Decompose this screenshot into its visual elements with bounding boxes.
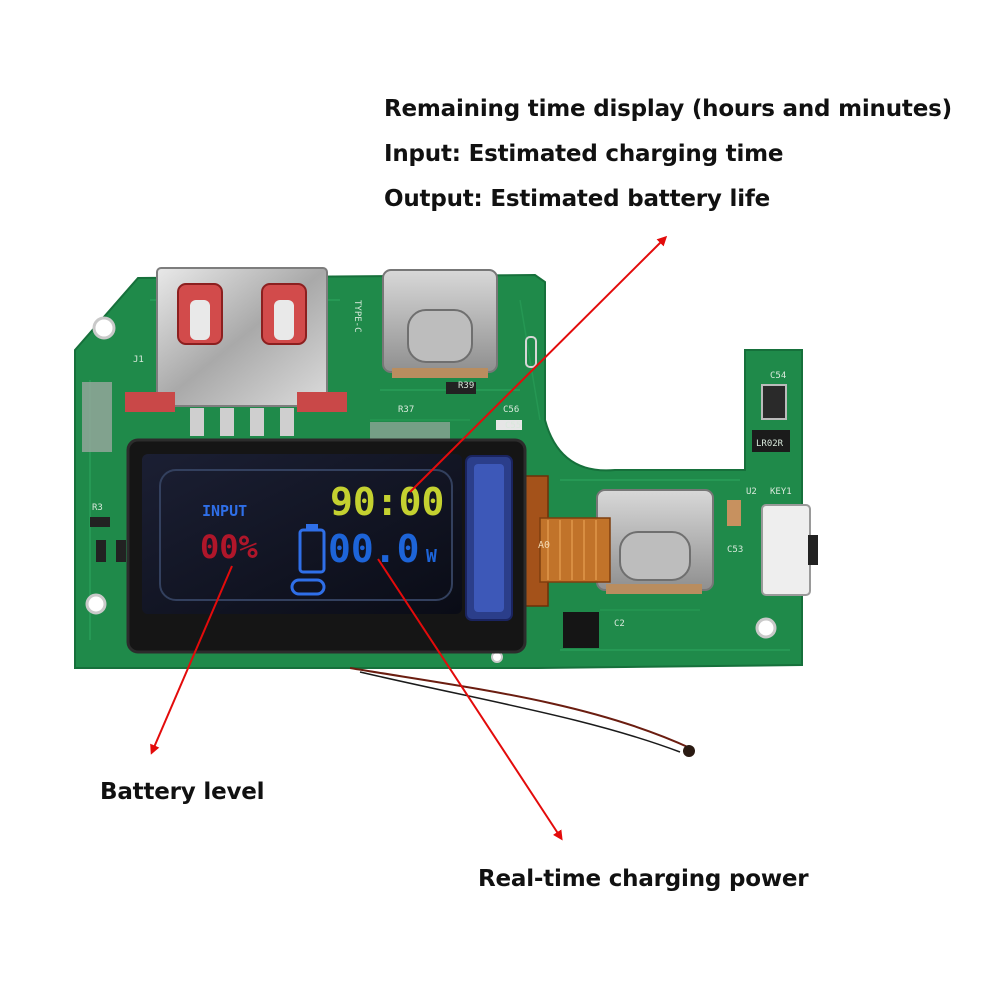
thermistor-bead bbox=[683, 745, 695, 757]
thermistor-wire-2 bbox=[359, 671, 681, 753]
lcd-mode-label: INPUT bbox=[202, 502, 247, 520]
label-j1: J1 bbox=[133, 355, 144, 365]
label-key: KEY1 bbox=[770, 487, 792, 497]
callout-output-note: Output: Estimated battery life bbox=[384, 186, 771, 212]
callout-charging-power: Real-time charging power bbox=[478, 866, 809, 892]
lcd-battery-percent: 00% bbox=[200, 528, 259, 566]
lcd-module: INPUT 90:00 00% 00.0 W bbox=[126, 438, 527, 654]
label-r37: R37 bbox=[398, 405, 414, 415]
label-c54: C54 bbox=[770, 371, 786, 381]
callout-arrows bbox=[150, 235, 668, 841]
callout-battery-level: Battery level bbox=[100, 779, 265, 805]
label-c2: C2 bbox=[614, 619, 625, 629]
label-fpc: A0 bbox=[538, 540, 550, 551]
pcb-labels: J1 R3 R39 R37 C56 C55 C54 C53 C2 U2 KEY1… bbox=[92, 300, 792, 629]
callout-input-note: Input: Estimated charging time bbox=[384, 141, 784, 167]
smd-components bbox=[90, 336, 790, 648]
lcd-time: 90:00 bbox=[330, 480, 444, 524]
arrow-charging-power bbox=[377, 558, 563, 841]
label-c53: C53 bbox=[727, 545, 743, 555]
usb-c-port-top bbox=[382, 269, 498, 378]
label-c56: C56 bbox=[503, 405, 519, 415]
label-r3: R3 bbox=[92, 503, 103, 513]
label-c55: C55 bbox=[505, 421, 521, 431]
arrow-battery-level bbox=[150, 565, 233, 755]
label-chip: LR02R bbox=[756, 439, 784, 449]
label-type-c: TYPE-C bbox=[352, 300, 362, 333]
usb-a-port bbox=[125, 267, 347, 436]
callout-remaining-time: Remaining time display (hours and minute… bbox=[384, 96, 952, 122]
label-u2: U2 bbox=[746, 487, 757, 497]
thermistor-wire bbox=[349, 667, 691, 749]
usb-c-port-right bbox=[596, 489, 714, 594]
usb-c-icon bbox=[290, 578, 326, 596]
arrow-remaining-time bbox=[409, 235, 668, 493]
lcd-power-value: 00.0 bbox=[328, 527, 420, 571]
label-r39: R39 bbox=[458, 381, 474, 391]
lcd-power-unit: W bbox=[426, 546, 437, 567]
tactile-switch bbox=[761, 504, 818, 596]
